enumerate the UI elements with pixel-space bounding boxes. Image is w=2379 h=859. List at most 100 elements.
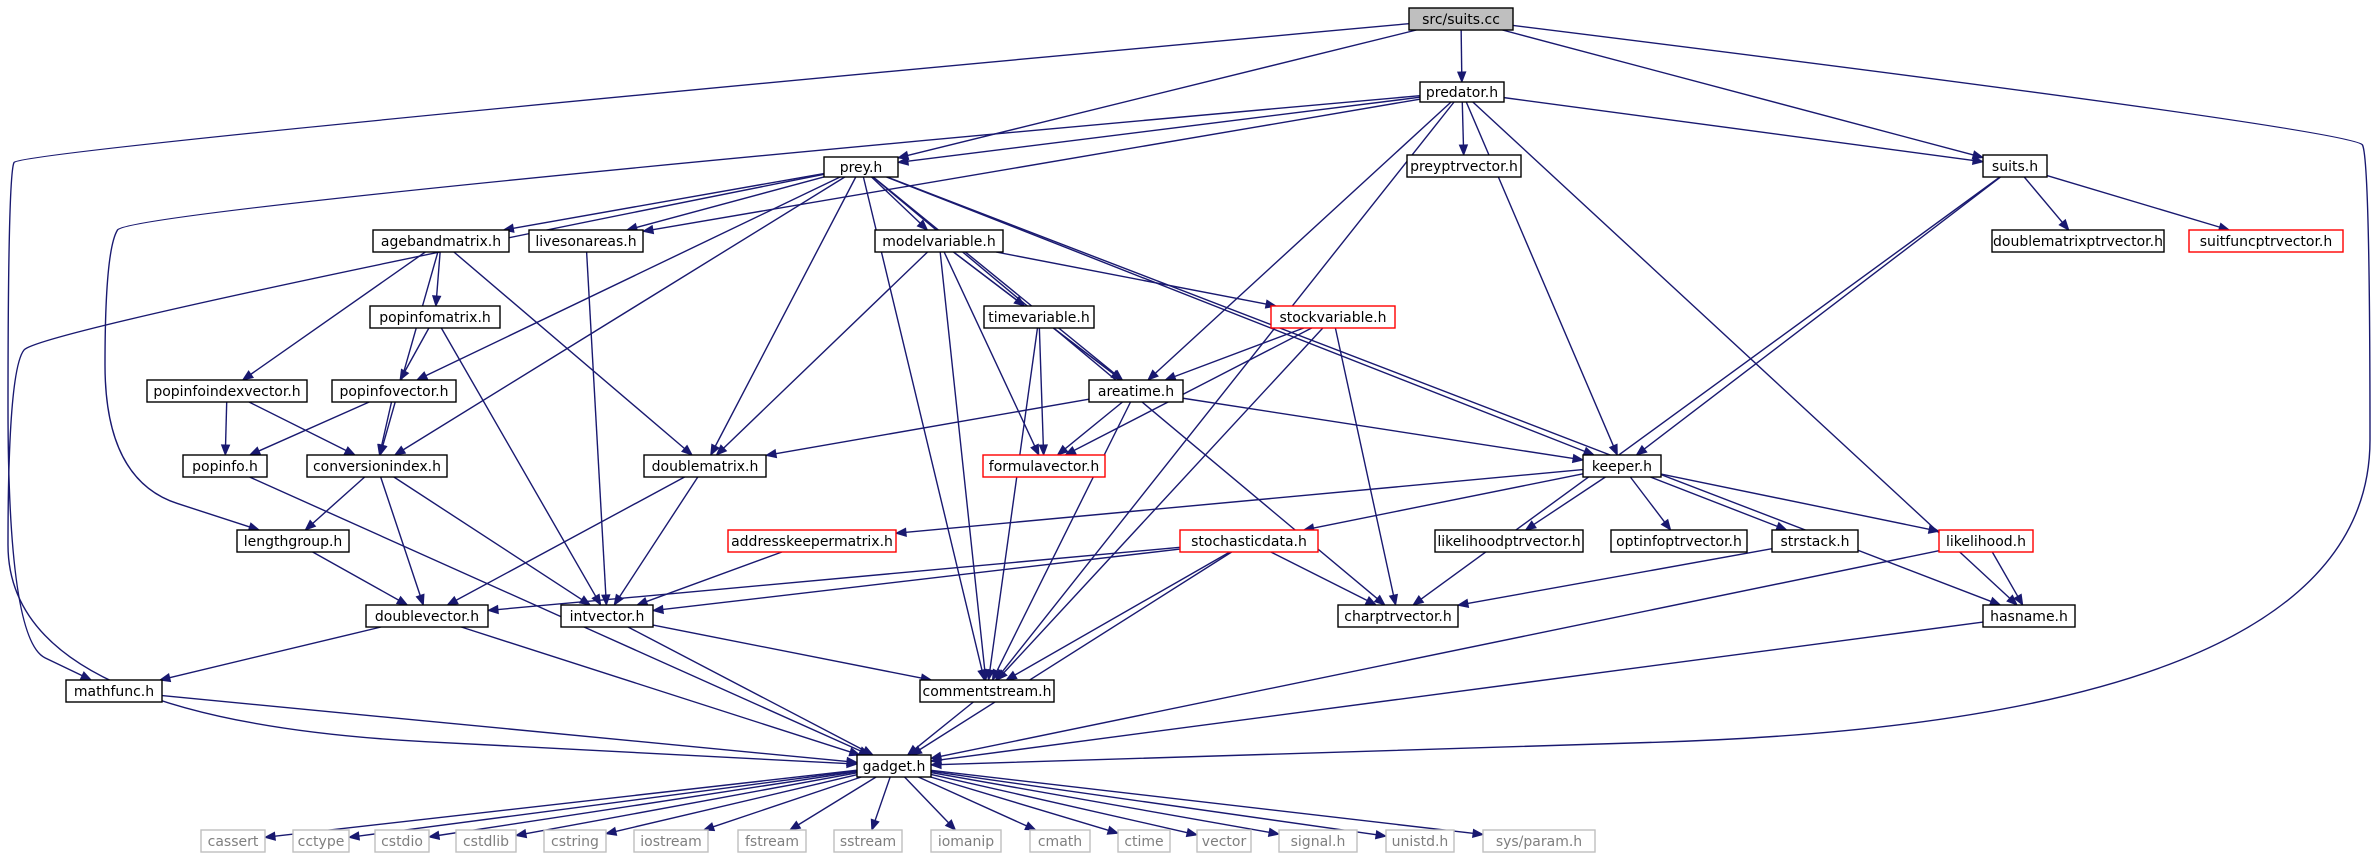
node-conversionindex-h[interactable]: conversionindex.h — [306, 454, 448, 478]
edge-line — [627, 626, 865, 751]
node-popinfomatrix-h[interactable]: popinfomatrix.h — [369, 305, 501, 329]
node-formulavector-h[interactable]: formulavector.h — [982, 454, 1106, 478]
edge-line — [1154, 101, 1452, 374]
node-lengthgroup-h[interactable]: lengthgroup.h — [236, 529, 350, 553]
node-popinfo-h[interactable]: popinfo.h — [182, 454, 268, 478]
node-charptrvector-h[interactable]: charptrvector.h — [1337, 604, 1459, 628]
edge-arrowhead — [343, 446, 357, 456]
node-fstream: fstream — [737, 829, 807, 853]
node-stochasticdata-h[interactable]: stochasticdata.h — [1179, 529, 1319, 553]
node-box — [737, 829, 807, 853]
edge-arrowhead — [2058, 218, 2070, 232]
edge-stockvariable_h-to-formulavector_h — [1064, 327, 1312, 456]
node-box — [528, 229, 644, 253]
edge-arrowhead — [446, 595, 459, 606]
edge-line — [1533, 476, 1606, 526]
edge-arrowhead — [894, 527, 907, 537]
node-gadget-h[interactable]: gadget.h — [856, 754, 932, 778]
edge-line — [461, 626, 851, 753]
edge-modelvariable_h-to-stockvariable_h — [995, 251, 1278, 309]
node-label: src/suits.cc — [1422, 12, 1500, 28]
edge-line — [1629, 476, 1666, 523]
node-popinfoindexvector-h[interactable]: popinfoindexvector.h — [146, 379, 308, 403]
edge-areatime_h-to-commentstream_h — [991, 401, 1132, 682]
node-modelvariable-h[interactable]: modelvariable.h — [874, 229, 1004, 253]
node-label: formulavector.h — [989, 459, 1099, 475]
edge-layer — [7, 23, 2371, 841]
node-keeper-h[interactable]: keeper.h — [1582, 454, 1662, 478]
node-livesonareas-h[interactable]: livesonareas.h — [528, 229, 644, 253]
edge-arrowhead — [1374, 829, 1388, 840]
node-box — [823, 156, 899, 178]
edge-prey_h-to-keeper_h — [886, 176, 1596, 456]
node-box — [365, 604, 489, 628]
edge-gadget_h-to-sstream — [870, 776, 891, 832]
edge-gadget_h-to-cassert — [263, 769, 858, 841]
edge-line — [1650, 476, 1778, 528]
node-strstack-h[interactable]: strstack.h — [1771, 529, 1859, 553]
node-likelihood-h[interactable]: likelihood.h — [1938, 529, 2034, 553]
node-signal-h: signal.h — [1278, 829, 1358, 853]
node-intvector-h[interactable]: intvector.h — [560, 604, 654, 628]
edge-line — [652, 98, 1421, 231]
edge-timevariable_h-to-commentstream_h — [985, 327, 1039, 682]
node-optinfoptrvector-h[interactable]: optinfoptrvector.h — [1610, 529, 1748, 553]
node-doublematrixptrvector-h[interactable]: doublematrixptrvector.h — [1991, 229, 2165, 253]
edge-arrowhead — [1267, 827, 1281, 837]
node-preyptrvector-h[interactable]: preyptrvector.h — [1406, 154, 1522, 178]
node-hasname-h[interactable]: hasname.h — [1982, 604, 2076, 628]
node-label: iomanip — [938, 834, 994, 850]
node-mathfunc-h[interactable]: mathfunc.h — [65, 679, 163, 703]
node-likelihoodptrvector-h[interactable]: likelihoodptrvector.h — [1434, 529, 1584, 553]
node-label: conversionindex.h — [313, 459, 441, 475]
edge-arrowhead — [393, 445, 407, 456]
edge-arrowhead — [1373, 594, 1386, 606]
node-predator-h[interactable]: predator.h — [1419, 81, 1505, 103]
node-doublematrix-h[interactable]: doublematrix.h — [643, 454, 767, 478]
node-stockvariable-h[interactable]: stockvariable.h — [1270, 305, 1396, 329]
node-agebandmatrix-h[interactable]: agebandmatrix.h — [372, 229, 510, 253]
node-suitfuncptrvector-h[interactable]: suitfuncptrvector.h — [2188, 229, 2344, 253]
edge-arrowhead — [916, 219, 929, 231]
node-box — [643, 454, 767, 478]
node-suits-cc[interactable]: src/suits.cc — [1408, 7, 1514, 31]
node-label: popinfo.h — [192, 459, 258, 475]
edge-gadget_h-to-iostream — [702, 776, 862, 832]
edge-keeper_h-to-addresskeepermatrix_h — [894, 468, 1584, 537]
node-vector: vector — [1196, 829, 1252, 853]
edge-arrowhead — [431, 295, 442, 308]
edge-keeper_h-to-strstack_h — [1650, 476, 1788, 531]
node-box — [372, 229, 510, 253]
node-label: cstring — [551, 834, 599, 850]
node-addresskeepermatrix-h[interactable]: addresskeepermatrix.h — [727, 529, 897, 553]
node-box — [930, 829, 1002, 853]
edge-arrowhead — [635, 596, 649, 606]
edge-arrowhead — [641, 224, 655, 235]
node-doublevector-h[interactable]: doublevector.h — [365, 604, 489, 628]
edge-line — [525, 772, 858, 835]
edge-conversionindex_h-to-lengthgroup_h — [304, 476, 366, 531]
edge-agebandmatrix_h-to-popinfomatrix_h — [431, 251, 442, 308]
edge-timevariable_h-to-formulavector_h — [1038, 327, 1049, 457]
node-label: suitfuncptrvector.h — [2200, 234, 2333, 250]
edge-line — [712, 776, 862, 828]
node-suits-h[interactable]: suits.h — [1982, 154, 2048, 178]
edge-arrowhead — [1185, 827, 1199, 838]
edge-popinfomatrix_h-to-intvector_h — [440, 327, 602, 607]
edge-line — [1502, 29, 1974, 156]
edge-line — [274, 769, 858, 837]
edge-keeper_h-to-likelihoodptrvector_h — [1524, 476, 1606, 531]
edge-arrowhead — [848, 747, 862, 757]
node-areatime-h[interactable]: areatime.h — [1088, 379, 1184, 403]
edge-stockvariable_h-to-charptrvector_h — [1334, 327, 1399, 607]
edge-commentstream_h-to-gadget_h — [906, 701, 974, 756]
edge-arrowhead — [1524, 520, 1537, 531]
node-prey-h[interactable]: prey.h — [823, 156, 899, 178]
node-box — [369, 305, 501, 329]
node-popinfovector-h[interactable]: popinfovector.h — [331, 379, 457, 403]
node-box — [1088, 379, 1184, 403]
edge-arrowhead — [79, 671, 93, 681]
node-commentstream-h[interactable]: commentstream.h — [919, 679, 1055, 703]
node-timevariable-h[interactable]: timevariable.h — [983, 305, 1095, 329]
